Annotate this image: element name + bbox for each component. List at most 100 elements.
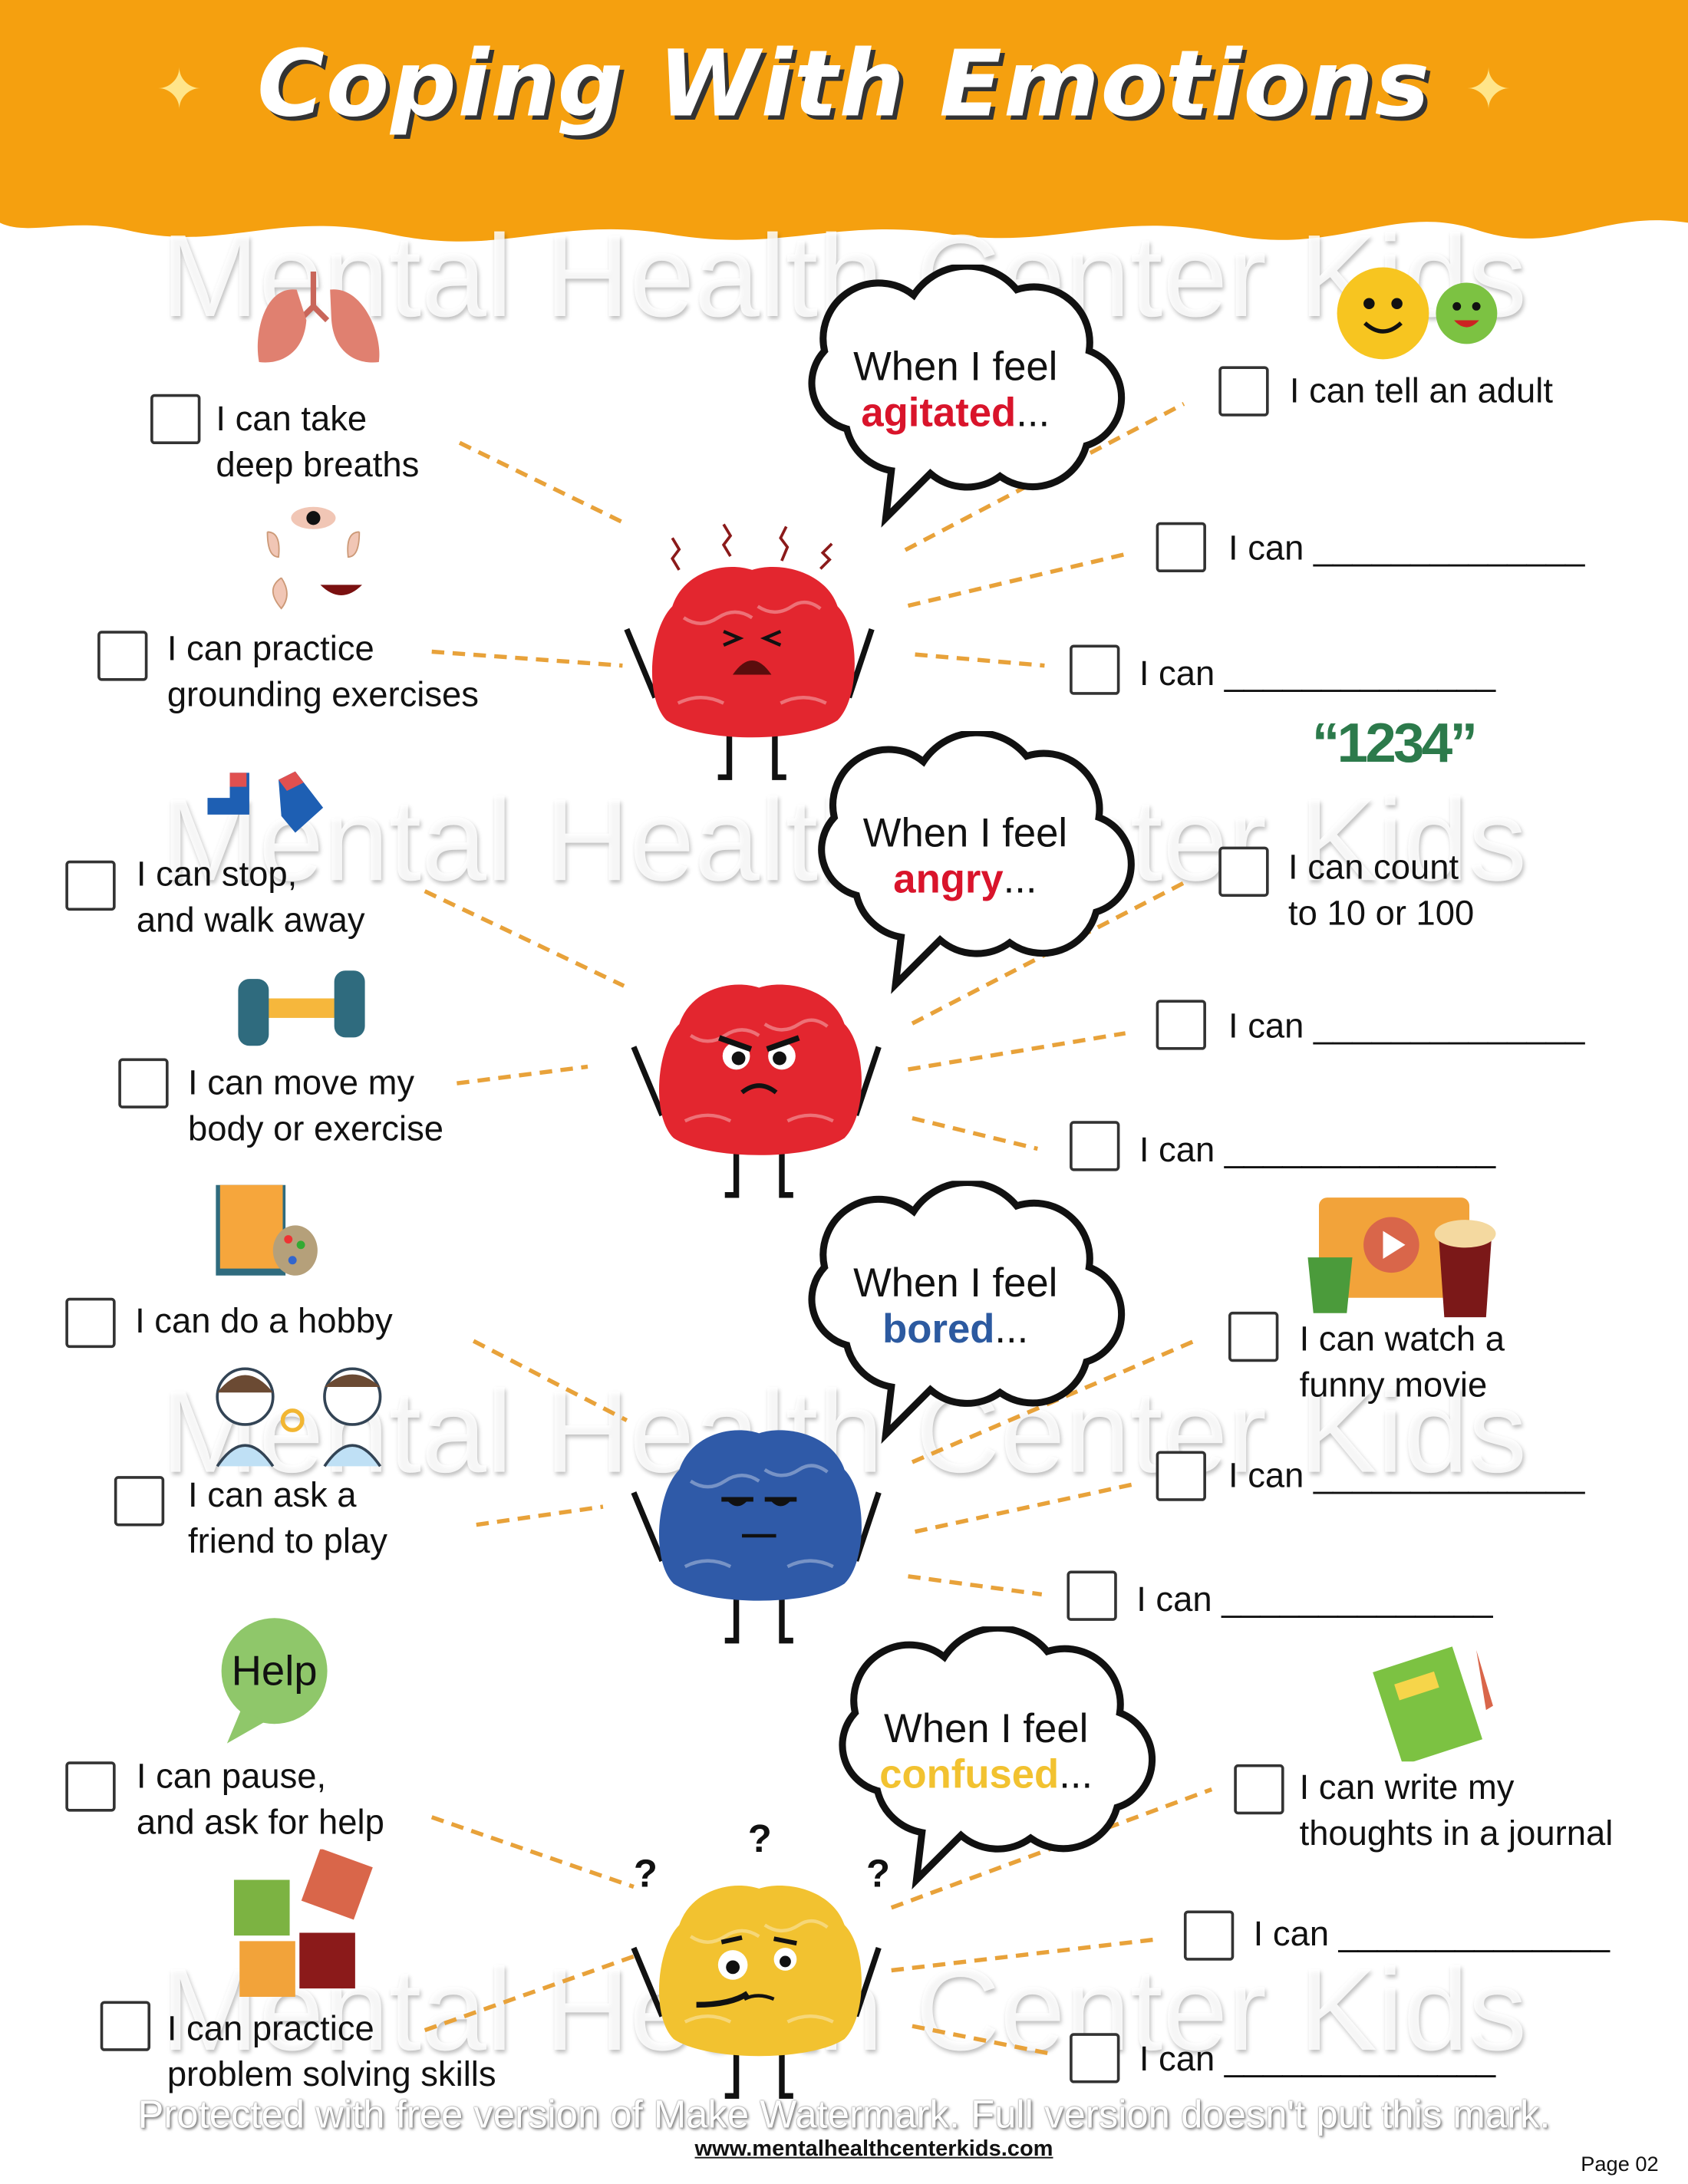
sparkle-icon: ✦ [1465, 60, 1512, 121]
emotion-word: confused [879, 1753, 1060, 1798]
coping-option-angry-left-1: I can stop, and walk away [136, 855, 365, 940]
checkbox-bored-left-1[interactable] [65, 1297, 116, 1349]
checkbox-angry-right-3[interactable] [1070, 1121, 1120, 1171]
checkbox-agitated-right-2[interactable] [1156, 522, 1206, 573]
checkbox-agitated-left-1[interactable] [150, 394, 201, 445]
coping-option-confused-left-2: I can practice problem solving skills [166, 2009, 496, 2095]
coping-option-angry-right-1: I can count to 10 or 100 [1288, 848, 1475, 934]
coping-option-agitated-left-1: I can take deep breaths [216, 399, 420, 485]
movie-icon [1307, 1197, 1496, 1318]
coping-option-angry-right-2: I can ______________ [1228, 1006, 1585, 1046]
coping-option-confused-right-2: I can ______________ [1253, 1914, 1611, 1954]
coping-option-angry-right-3: I can ______________ [1139, 1130, 1496, 1170]
brain-character-agitated [620, 516, 885, 780]
website-link[interactable]: www.mentalhealthcenterkids.com [694, 2137, 1053, 2162]
checkbox-agitated-right-3[interactable] [1070, 644, 1120, 695]
dashed-connector [907, 552, 1126, 608]
question-mark-icon: ? [633, 1852, 658, 1896]
checkbox-bored-left-2[interactable] [114, 1476, 165, 1527]
brain-icon [631, 1430, 882, 1644]
brain-character-angry [627, 933, 892, 1198]
emotion-word: bored [882, 1307, 995, 1352]
friends-icon [216, 1367, 382, 1468]
ellipsis: ... [1016, 391, 1050, 436]
dashed-connector [472, 1339, 628, 1422]
page-number: Page 02 [1581, 2153, 1659, 2177]
journal-icon [1373, 1646, 1493, 1762]
cloud-prefix: When I feel [853, 1261, 1058, 1306]
thought-cloud-icon [808, 1178, 1126, 1444]
checkbox-agitated-left-2[interactable] [97, 631, 148, 681]
header-banner [0, 0, 1688, 242]
checkbox-confused-right-1[interactable] [1234, 1764, 1284, 1815]
checkbox-angry-left-2[interactable] [118, 1058, 169, 1108]
coping-option-angry-left-2: I can move my body or exercise [188, 1063, 444, 1149]
dashed-connector [908, 1574, 1043, 1597]
emotion-word: agitated [861, 391, 1017, 436]
sparkle-icon: ✦ [156, 60, 203, 121]
dashed-connector [476, 1504, 604, 1527]
coping-option-agitated-left-2: I can practice grounding exercises [166, 629, 479, 715]
dashed-connector [458, 440, 624, 525]
ellipsis: ... [1059, 1753, 1093, 1798]
coping-option-confused-left-1: I can pause, and ask for help [136, 1757, 384, 1843]
coping-option-bored-left-2: I can ask a friend to play [188, 1476, 387, 1561]
question-mark-icon: ? [747, 1817, 772, 1861]
checkbox-bored-right-2[interactable] [1156, 1451, 1206, 1501]
hobby-art-icon [216, 1184, 318, 1276]
coping-option-bored-right-1: I can watch a funny movie [1299, 1319, 1505, 1405]
checkbox-angry-right-1[interactable] [1218, 846, 1269, 897]
ellipsis: ... [1003, 858, 1037, 903]
senses-icon [266, 506, 362, 610]
ellipsis: ... [994, 1307, 1029, 1352]
dashed-connector [908, 1031, 1126, 1072]
checkbox-confused-right-2[interactable] [1183, 1910, 1235, 1961]
numbers-icon: “1234” [1311, 713, 1478, 775]
dashed-connector [430, 1815, 635, 1889]
happy-faces-icon [1337, 267, 1498, 360]
dumbbell-icon [238, 970, 365, 1046]
coping-option-agitated-right-3: I can ______________ [1139, 654, 1496, 693]
thought-cloud-icon [808, 262, 1126, 528]
brain-icon [631, 984, 882, 1198]
checkbox-angry-right-2[interactable] [1156, 1000, 1206, 1050]
dashed-connector [891, 1937, 1154, 1973]
coping-option-bored-right-3: I can ______________ [1136, 1580, 1493, 1620]
coping-option-confused-right-3: I can ______________ [1139, 2040, 1496, 2080]
page-title: Coping With Emotions [257, 30, 1431, 138]
footer-watermark: Protected with free version of Make Wate… [137, 2093, 1551, 2136]
thought-cloud-icon [818, 729, 1135, 994]
dashed-connector [424, 1954, 635, 2033]
checkbox-bored-right-1[interactable] [1228, 1311, 1279, 1362]
puzzle-icon [233, 1849, 373, 1997]
checkbox-confused-left-1[interactable] [65, 1761, 116, 1812]
checkbox-agitated-right-1[interactable] [1218, 366, 1269, 417]
question-mark-icon: ? [866, 1852, 891, 1896]
dashed-connector [915, 1481, 1140, 1534]
brain-icon [631, 1885, 882, 2099]
cloud-prefix: When I feel [884, 1707, 1089, 1752]
shoes-icon [207, 771, 324, 833]
coping-option-agitated-right-2: I can ______________ [1228, 529, 1585, 568]
coping-option-confused-right-1: I can write my thoughts in a journal [1299, 1768, 1614, 1854]
help-bubble-icon: Help [221, 1618, 328, 1744]
checkbox-confused-right-3[interactable] [1070, 2033, 1120, 2084]
checkbox-angry-left-1[interactable] [65, 860, 116, 911]
emotion-word: angry [893, 858, 1004, 903]
checkbox-bored-right-3[interactable] [1067, 1570, 1117, 1621]
coping-option-agitated-right-1: I can tell an adult [1289, 371, 1553, 411]
dashed-connector [912, 2024, 1053, 2057]
dashed-connector [915, 652, 1045, 668]
dashed-connector [912, 1115, 1038, 1151]
checkbox-confused-left-2[interactable] [100, 2001, 151, 2051]
dashed-connector [431, 649, 623, 668]
lungs-icon [257, 271, 380, 363]
cloud-prefix: When I feel [862, 812, 1068, 857]
help-bubble-text: Help [232, 1647, 318, 1694]
brain-character-confused [627, 1834, 892, 2099]
